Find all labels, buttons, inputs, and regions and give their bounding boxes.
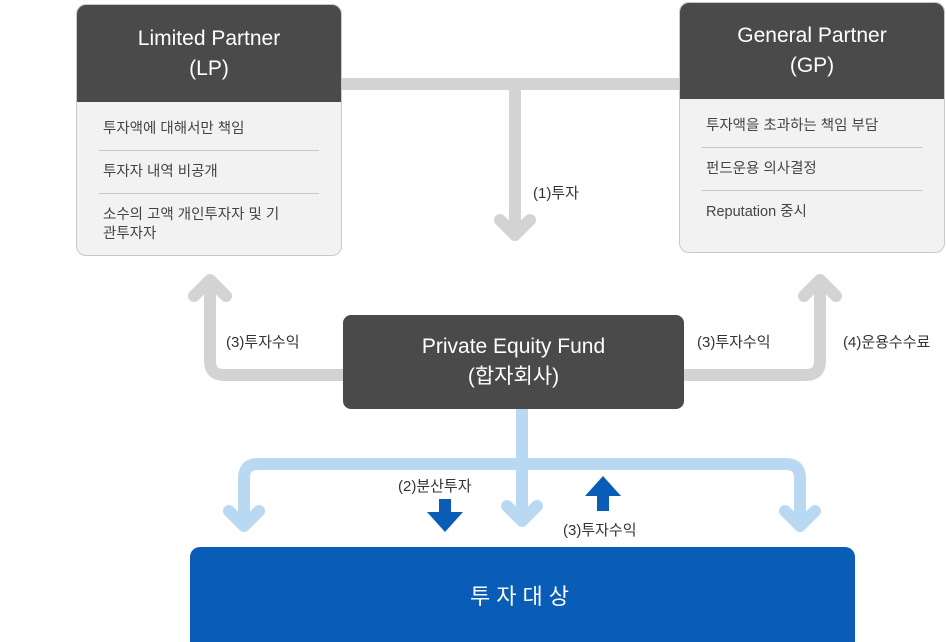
gp-feature-item: Reputation 중시 <box>706 204 807 220</box>
investment-target-box: 투자대상 <box>190 547 855 642</box>
return-left-label: (3)투자수익 <box>226 334 300 351</box>
limited-partner-box: Limited Partner (LP) 투자액에 대해서만 책임 투자자 내역… <box>76 4 342 256</box>
lp-feature-item: 투자자 내역 비공개 <box>99 151 319 194</box>
limited-partner-abbr: (LP) <box>189 56 229 80</box>
return-to-lp-arrow <box>188 274 349 381</box>
limited-partner-header: Limited Partner (LP) <box>77 5 341 102</box>
investment-target-label: 투자대상 <box>470 583 575 609</box>
general-partner-features: 투자액을 초과하는 책임 부담 펀드운용 의사결정 Reputation 중시 <box>680 99 944 233</box>
gp-feature-item: 펀드운용 의사결정 <box>702 148 922 191</box>
diversified-investment-arrow <box>427 499 463 532</box>
management-fee-label: (4)운용수수료 <box>843 334 931 351</box>
lp-feature-item: 소수의 고액 개인투자자 및 기관투자자 <box>103 207 280 242</box>
fund-subtitle: (합자회사) <box>467 365 560 388</box>
return-up-arrow <box>585 476 621 511</box>
fund-title: Private Equity Fund <box>421 335 606 358</box>
diversified-investment-label: (2)분산투자 <box>398 478 472 495</box>
return-to-gp-arrow <box>678 274 842 381</box>
gp-feature-item: 투자액을 초과하는 책임 부담 <box>702 105 922 148</box>
investment-connector <box>341 78 679 241</box>
return-right-label: (3)투자수익 <box>697 334 771 351</box>
distribution-arrows <box>223 403 821 532</box>
limited-partner-title: Limited Partner <box>137 26 281 50</box>
limited-partner-features: 투자액에 대해서만 책임 투자자 내역 비공개 소수의 고액 개인투자자 및 기… <box>77 102 341 255</box>
lp-feature-item: 투자액에 대해서만 책임 <box>99 108 319 151</box>
general-partner-box: General Partner (GP) 투자액을 초과하는 책임 부담 펀드운… <box>679 2 945 253</box>
general-partner-title: General Partner <box>737 24 887 47</box>
private-equity-fund-box: Private Equity Fund (합자회사) <box>343 315 684 409</box>
investment-label: (1)투자 <box>533 185 579 202</box>
general-partner-abbr: (GP) <box>789 54 835 77</box>
general-partner-header: General Partner (GP) <box>680 3 944 99</box>
return-bottom-label: (3)투자수익 <box>563 522 637 539</box>
